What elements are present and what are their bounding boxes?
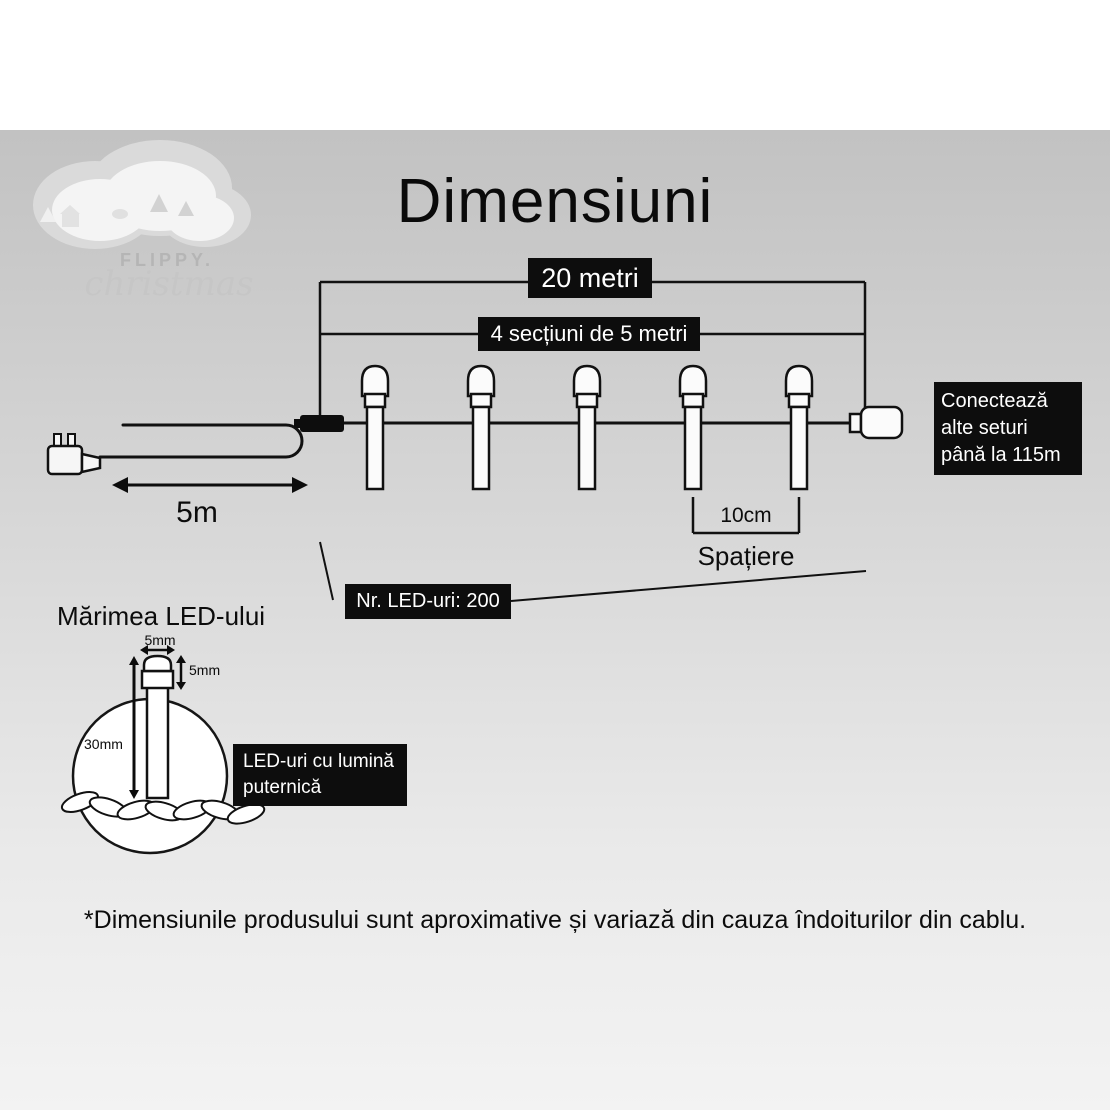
total-length-badge: 20 metri: [528, 258, 652, 298]
spacing-label: Spațiere: [697, 541, 795, 571]
led-width-label: 5mm: [144, 632, 176, 648]
lead-length-label: 5m: [176, 496, 218, 529]
led-size-title: Mărimea LED-ului: [57, 601, 266, 631]
brand-logo-art: [33, 140, 251, 249]
led-bulb: [784, 364, 814, 491]
tree-icon: [150, 194, 168, 212]
lead-wire: [98, 423, 304, 459]
tree-icon: [40, 207, 56, 222]
house-roof-icon: [60, 205, 80, 214]
tree-icon: [178, 201, 194, 216]
led-size-diagram: [60, 645, 266, 855]
led-socket: [140, 669, 175, 690]
led-dome: [142, 654, 173, 673]
led-height-label: 5mm: [189, 662, 221, 678]
sections-badge: 4 secțiuni de 5 metri: [478, 317, 700, 351]
height-arrow: [176, 655, 186, 690]
page-title: Dimensiuni: [396, 167, 714, 236]
inline-connector-icon: [294, 415, 344, 432]
led-length-label: 30mm: [84, 736, 123, 752]
led-bulb: [360, 364, 390, 491]
house-icon: [62, 214, 79, 227]
led-body: [145, 685, 170, 800]
power-plug-icon: [46, 433, 102, 476]
end-connector-icon: [848, 405, 904, 440]
spacing-bracket: [691, 497, 801, 535]
brand-name: FLIPPY.: [120, 250, 215, 270]
brand-script: christmas: [84, 264, 254, 304]
width-arrow: [140, 645, 175, 655]
led-bulb: [466, 364, 496, 491]
connect-info-badge: Conectează alte seturi până la 115m: [934, 382, 1082, 475]
lead-length-arrow: [112, 477, 308, 493]
twisted-wire: [60, 791, 266, 825]
led-info-badge: LED-uri cu lumină puternică: [233, 744, 407, 806]
length-arrow: [129, 656, 139, 799]
deer-icon: [112, 209, 128, 219]
led-bulb: [678, 364, 708, 491]
disclaimer-note: *Dimensiunile produsului sunt aproximati…: [83, 906, 1027, 934]
led-bulb: [572, 364, 602, 491]
spacing-value-label: 10cm: [720, 504, 772, 527]
callout-lines: [319, 541, 867, 602]
led-count-badge: Nr. LED-uri: 200: [345, 584, 511, 619]
